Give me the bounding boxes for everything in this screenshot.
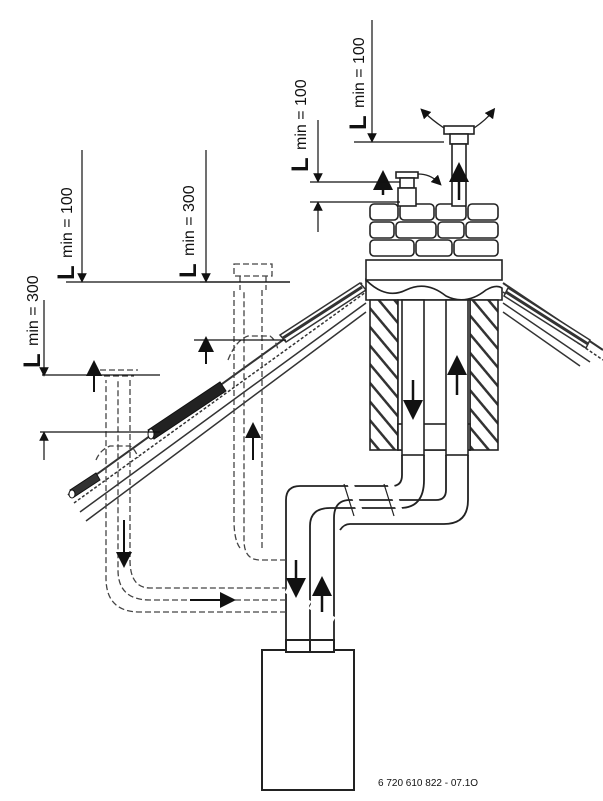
label-l3-prefix: L: [175, 263, 202, 278]
label-l2: L min = 100: [53, 187, 80, 280]
label-l5-prefix: L: [345, 115, 372, 130]
exhaust-flow-arrows: [417, 107, 496, 186]
document-code: 6 720 610 822 - 07.1O: [378, 778, 479, 789]
dashed-route-arrows: [116, 422, 261, 608]
roof-cylinder-lower: [68, 472, 101, 499]
label-l3-text: min = 300: [181, 185, 198, 256]
chimney-brick-cap: [369, 203, 499, 257]
label-l2-prefix: L: [53, 265, 80, 280]
label-l1: L min = 300: [19, 275, 46, 368]
roof-cylinder-upper: [147, 381, 227, 440]
label-l3: L min = 300: [175, 185, 202, 278]
label-l1-text: min = 300: [25, 275, 42, 346]
dimension-lines: [39, 20, 444, 460]
boiler-appliance: [261, 639, 355, 791]
label-l4-prefix: L: [287, 157, 314, 172]
chimney: [365, 203, 503, 451]
label-l5-text: min = 100: [351, 37, 368, 108]
chimney-terminal-low: [395, 171, 419, 207]
label-l4: L min = 100: [287, 79, 314, 172]
label-l4-text: min = 100: [293, 79, 310, 150]
label-l1-prefix: L: [19, 353, 46, 368]
roof: [67, 282, 603, 522]
flow-arrows: [286, 560, 332, 612]
label-l5: L min = 100: [345, 37, 372, 130]
label-l2-text: min = 100: [59, 187, 76, 258]
flue-connection-pipes: [284, 455, 469, 650]
